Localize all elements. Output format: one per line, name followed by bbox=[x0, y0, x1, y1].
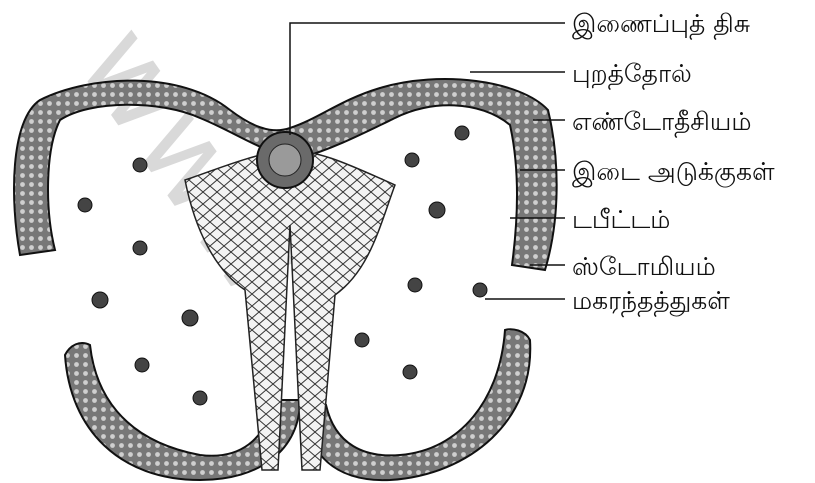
pollen-grain bbox=[355, 333, 369, 347]
pollen-grain bbox=[133, 158, 147, 172]
label-endothecium: எண்டோதீசியம் bbox=[572, 107, 751, 138]
pollen-grain bbox=[455, 126, 469, 140]
pollen-grain bbox=[405, 153, 419, 167]
pollen-grain bbox=[408, 278, 422, 292]
labels: இணைப்புத் திசு புறத்தோல் எண்டோதீசியம் இட… bbox=[572, 9, 775, 317]
label-pollen: மகரந்தத்துகள் bbox=[572, 286, 730, 317]
label-middle-layers: இடை அடுக்குகள் bbox=[572, 157, 775, 188]
right-lower-wall bbox=[302, 329, 530, 480]
pollen-grain bbox=[193, 391, 207, 405]
pollen-grain bbox=[92, 292, 108, 308]
pollen-grain bbox=[473, 283, 487, 297]
pollen-grain bbox=[133, 241, 147, 255]
pollen-grain bbox=[182, 310, 198, 326]
pollen-grain bbox=[78, 198, 92, 212]
pollen-grain bbox=[429, 202, 445, 218]
label-stomium: ஸ்டோமியம் bbox=[572, 252, 716, 281]
label-connective: இணைப்புத் திசு bbox=[572, 9, 750, 40]
label-tapetum: டபீட்டம் bbox=[572, 205, 670, 234]
label-epidermis: புறத்தோல் bbox=[572, 59, 692, 90]
pollen-grain bbox=[403, 365, 417, 379]
pollen-grain bbox=[135, 358, 149, 372]
